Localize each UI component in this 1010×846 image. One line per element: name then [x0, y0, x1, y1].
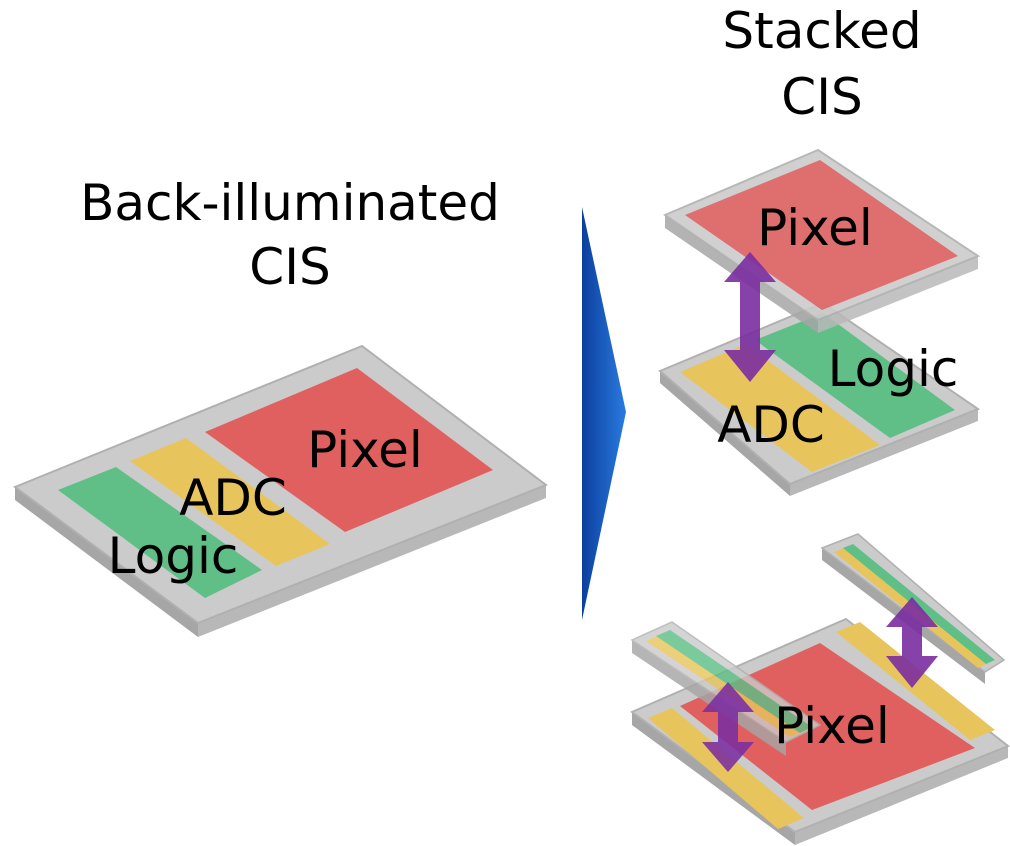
- stacked-logic-label: Logic: [828, 340, 959, 398]
- back-illuminated-chip: [12, 344, 549, 637]
- left-title-line2: CIS: [249, 238, 330, 296]
- stacked-lower-chip: [658, 301, 981, 496]
- upper-chip-pixel-region: [685, 160, 958, 310]
- left-substrate-edge-right: [198, 485, 546, 637]
- bottom-chip-edge-left: [632, 712, 795, 845]
- strip-bond-arrow-left: [702, 682, 754, 772]
- upper-chip-edge-right: [818, 256, 978, 333]
- left-pixel-label: Pixel: [307, 421, 423, 479]
- detached-strip-left: [630, 621, 822, 756]
- left-logic-label: Logic: [108, 527, 239, 585]
- left-adc-label: ADC: [179, 469, 287, 527]
- transition-arrow: [582, 207, 626, 620]
- detached-strip-left-logic: [656, 630, 812, 733]
- left-title-line1: Back-illuminated: [80, 174, 500, 232]
- right-title-line1: Stacked: [722, 2, 921, 60]
- right-title-line2: CIS: [781, 68, 862, 126]
- left-substrate-edge-left: [15, 487, 198, 637]
- stack-bond-arrow-top-shape: [724, 252, 776, 382]
- detached-strip-right-logic: [843, 544, 995, 664]
- lower-chip-edge-right: [790, 409, 978, 496]
- strip-bond-arrow-right: [886, 597, 938, 688]
- bottom-pixel-label: Pixel: [774, 697, 890, 755]
- lower-chip-logic-region: [755, 313, 955, 438]
- stacked-adc-label: ADC: [717, 396, 825, 454]
- lower-chip-adc-region: [680, 344, 880, 472]
- left-logic-region: [58, 467, 262, 598]
- top-pixel-label: Pixel: [757, 199, 873, 257]
- left-pixel-region: [205, 368, 493, 532]
- detached-strip-left-edge: [632, 640, 786, 756]
- lower-chip-edge-left: [660, 371, 790, 496]
- stack-bond-arrow-top: [724, 252, 776, 382]
- bottom-chip-edge-right: [795, 746, 1008, 845]
- left-adc-region: [130, 438, 330, 566]
